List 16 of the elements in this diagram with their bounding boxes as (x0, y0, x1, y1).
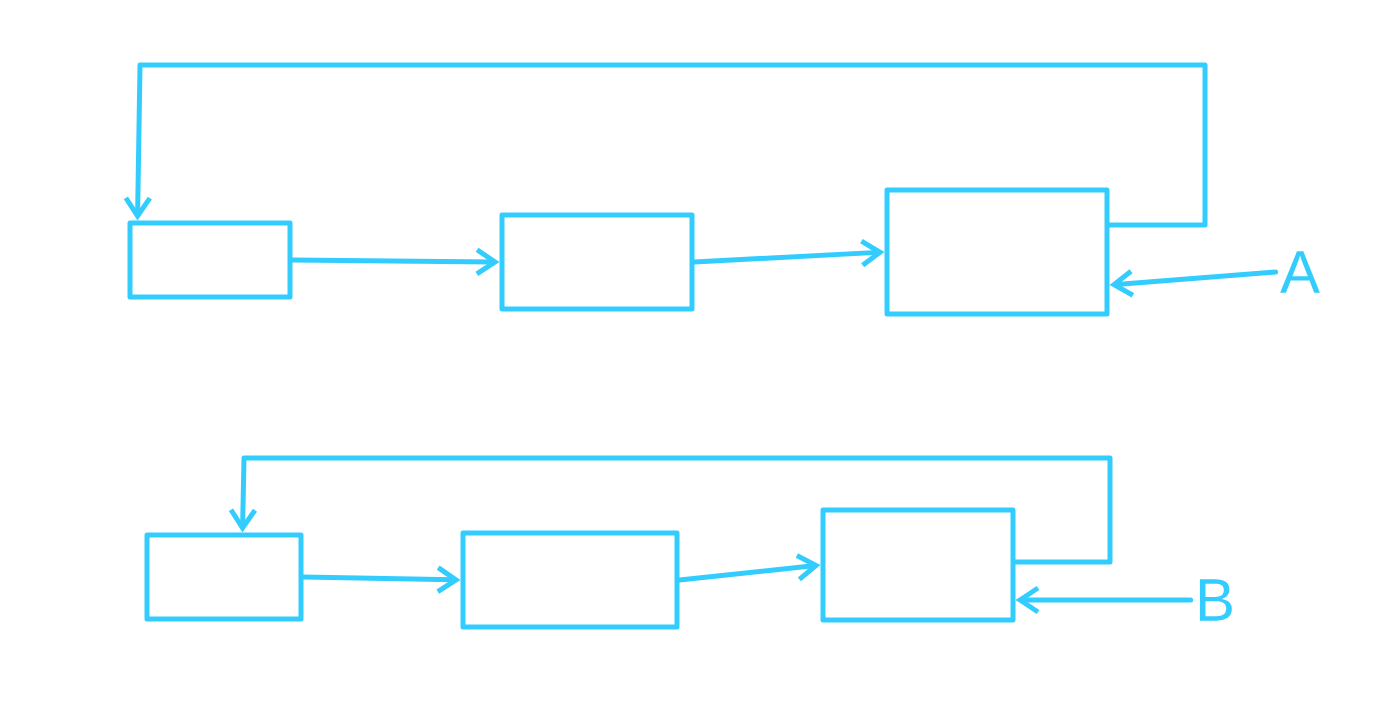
arrow (692, 239, 885, 268)
arrow (123, 62, 1208, 228)
arrow (290, 247, 500, 276)
pointer-label: A (1280, 251, 1320, 293)
arrow (228, 455, 1113, 565)
list-node-box (144, 532, 304, 622)
list-node-box (820, 507, 1016, 623)
list-node-box (460, 530, 680, 630)
list-node-box (884, 187, 1110, 317)
pointer-label: B (1199, 579, 1232, 621)
list-node-box (499, 212, 695, 312)
arrow (1015, 585, 1194, 615)
list-node-box (127, 220, 293, 300)
arrow (301, 565, 461, 594)
arrow (677, 553, 821, 583)
arrow (1109, 269, 1279, 298)
